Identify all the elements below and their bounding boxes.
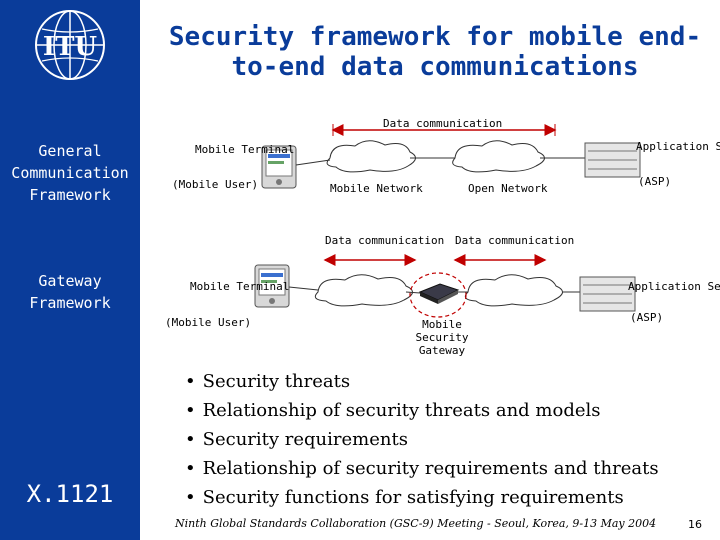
pda-icon-2 — [254, 264, 290, 308]
pda-icon-1 — [261, 145, 297, 189]
sidebar-label-gateway: Gateway Framework — [29, 272, 111, 312]
data-communication-label-1: Data communication — [383, 117, 503, 130]
gateway-highlight — [409, 272, 467, 318]
mobile-network-cloud-icon — [326, 140, 416, 173]
data-communication-label-right: Data communication — [455, 234, 575, 247]
server-icon-1 — [584, 142, 641, 178]
cloud-icon-right — [464, 274, 563, 307]
user-label-2: (Mobile User) — [165, 316, 252, 329]
sidebar: ITU General Communication Framework Gate… — [0, 0, 140, 540]
itu-logo-icon: ITU — [35, 10, 105, 80]
list-item: Security requirements — [185, 425, 659, 454]
footer-text: Ninth Global Standards Collaboration (GS… — [175, 517, 657, 530]
user-label-1: (Mobile User) — [172, 178, 259, 191]
cloud-icon-left — [314, 274, 413, 307]
sidebar-label-general: General Communication Framework — [11, 142, 129, 204]
page-title: Security framework for mobile end-to-end… — [168, 22, 702, 82]
server-label-1: Application Server — [636, 140, 720, 153]
gateway-label: Mobile Security Gateway — [415, 318, 469, 357]
asp-label-1: (ASP) — [638, 175, 672, 188]
sidebar-label-x1121: X.1121 — [26, 480, 114, 508]
page-number: 16 — [688, 518, 702, 531]
server-label-2: Application Server — [628, 280, 720, 293]
data-communication-label-left: Data communication — [325, 234, 445, 247]
list-item: Relationship of security requirements an… — [185, 454, 659, 483]
gateway-device-icon — [418, 283, 460, 304]
terminal-label-1: Mobile Terminal — [195, 143, 295, 156]
terminal-label-2: Mobile Terminal — [190, 280, 290, 293]
list-item: Security threats — [185, 367, 659, 396]
server-icon-2 — [579, 276, 636, 312]
asp-label-2: (ASP) — [630, 311, 664, 324]
logo-text: ITU — [43, 32, 98, 62]
list-item: Security functions for satisfying requir… — [185, 483, 659, 512]
mobile-network-label: Mobile Network — [330, 182, 423, 195]
topic-list: Security threats Relationship of securit… — [185, 367, 659, 512]
list-item: Relationship of security threats and mod… — [185, 396, 659, 425]
open-network-label: Open Network — [468, 182, 548, 195]
open-network-cloud-icon — [452, 140, 545, 173]
